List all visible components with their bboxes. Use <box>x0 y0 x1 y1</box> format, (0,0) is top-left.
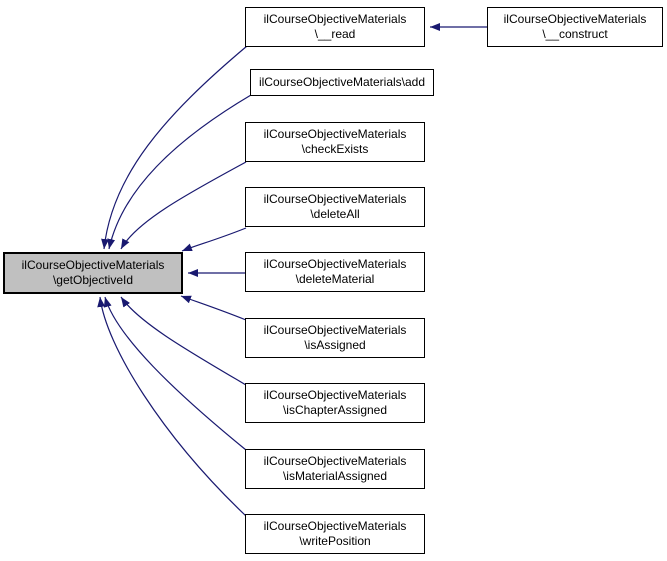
node-read[interactable]: ilCourseObjectiveMaterials \__read <box>245 7 425 47</box>
node-checkExists[interactable]: ilCourseObjectiveMaterials \checkExists <box>245 122 425 162</box>
node-label: ilCourseObjectiveMaterials <box>263 388 407 402</box>
edge-read-to-getObjectiveId <box>101 45 248 250</box>
node-deleteMaterial[interactable]: ilCourseObjectiveMaterials \deleteMateri… <box>245 252 425 292</box>
edge-checkExists-to-getObjectiveId <box>120 161 247 250</box>
node-label: \checkExists <box>301 142 369 156</box>
node-label: ilCourseObjectiveMaterials <box>263 127 407 141</box>
node-label: \getObjectiveId <box>52 273 134 287</box>
node-isMaterialAssigned[interactable]: ilCourseObjectiveMaterials \isMaterialAs… <box>245 449 425 489</box>
node-label: ilCourseObjectiveMaterials <box>263 257 407 271</box>
node-label: ilCourseObjectiveMaterials <box>21 258 165 272</box>
edge-isChapterAssigned-to-getObjectiveId <box>120 296 247 386</box>
node-label: \deleteMaterial <box>295 272 375 286</box>
node-deleteAll[interactable]: ilCourseObjectiveMaterials \deleteAll <box>245 187 425 227</box>
node-label: ilCourseObjectiveMaterials <box>503 12 647 26</box>
node-getObjectiveId: ilCourseObjectiveMaterials \getObjective… <box>3 252 183 294</box>
node-construct[interactable]: ilCourseObjectiveMaterials \__construct <box>487 7 663 47</box>
node-label: \__read <box>314 27 356 41</box>
edge-writePosition-to-getObjectiveId <box>97 296 247 517</box>
node-label: \isAssigned <box>304 338 366 352</box>
node-label: ilCourseObjectiveMaterials <box>263 323 407 337</box>
edge-isMaterialAssigned-to-getObjectiveId <box>103 296 247 451</box>
edge-deleteAll-to-getObjectiveId <box>181 227 247 252</box>
node-isAssigned[interactable]: ilCourseObjectiveMaterials \isAssigned <box>245 318 425 358</box>
node-label: ilCourseObjectiveMaterials <box>263 192 407 206</box>
node-writePosition[interactable]: ilCourseObjectiveMaterials \writePositio… <box>245 514 425 554</box>
node-add[interactable]: ilCourseObjectiveMaterials\add <box>250 69 434 96</box>
edge-add-to-getObjectiveId <box>107 94 252 250</box>
node-label: ilCourseObjectiveMaterials <box>263 12 407 26</box>
node-label: \deleteAll <box>310 207 360 221</box>
node-label: ilCourseObjectiveMaterials <box>263 454 407 468</box>
node-label: \__construct <box>542 27 608 41</box>
node-label: \isChapterAssigned <box>282 403 388 417</box>
edge-isAssigned-to-getObjectiveId <box>180 295 247 321</box>
node-label: ilCourseObjectiveMaterials <box>263 519 407 533</box>
node-label: \writePosition <box>299 534 371 548</box>
node-label: ilCourseObjectiveMaterials\add <box>258 75 426 89</box>
node-label: \isMaterialAssigned <box>282 469 388 483</box>
node-isChapterAssigned[interactable]: ilCourseObjectiveMaterials \isChapterAss… <box>245 383 425 423</box>
